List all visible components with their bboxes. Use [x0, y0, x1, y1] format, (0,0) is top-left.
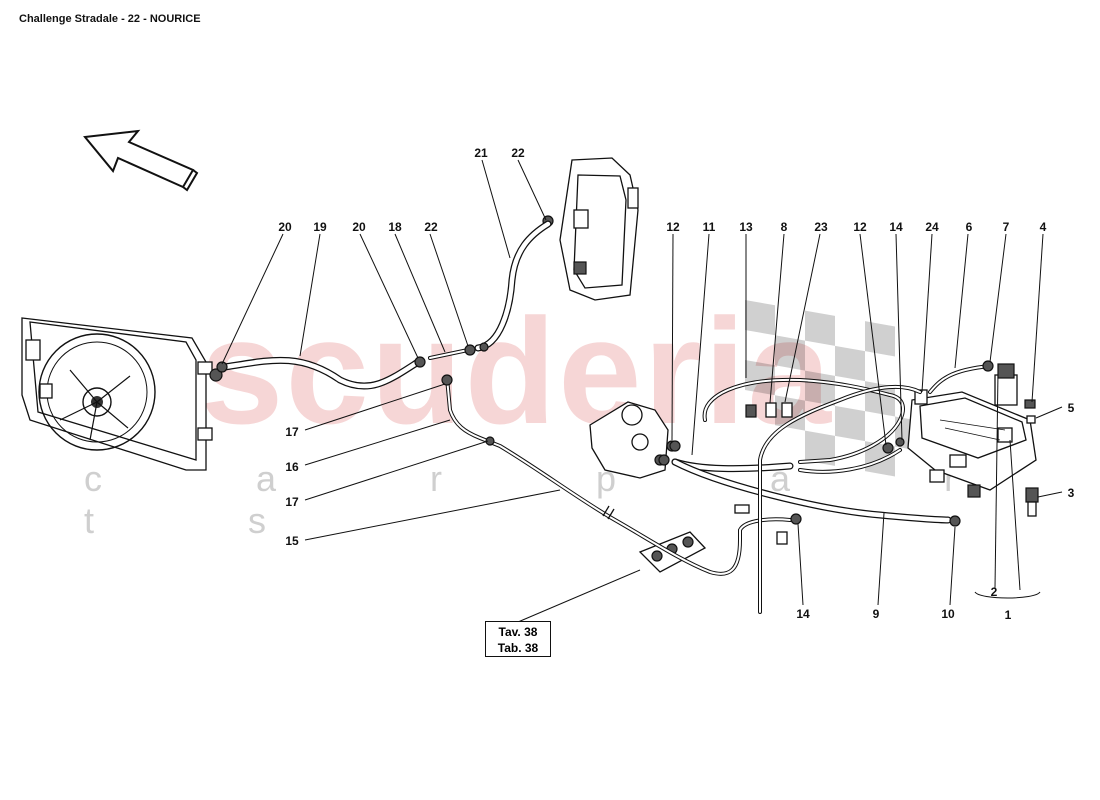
callout-24: 24 [925, 220, 939, 234]
callout-20-a: 20 [278, 220, 292, 234]
callout-10: 10 [941, 607, 955, 621]
radiator-assembly [21, 317, 223, 471]
callout-14-a: 14 [889, 220, 903, 234]
callout-4: 4 [1040, 220, 1047, 234]
callout-23: 23 [814, 220, 828, 234]
callout-15: 15 [285, 534, 299, 548]
callout-7: 7 [1003, 220, 1010, 234]
callout-17-b: 17 [285, 495, 299, 509]
page-title: Challenge Stradale - 22 - NOURICE [19, 13, 201, 25]
engine-block-section [542, 157, 639, 301]
watermark-subtitle: c a r p a r t s [84, 458, 1029, 541]
callout-18: 18 [388, 220, 402, 234]
callout-19: 19 [313, 220, 327, 234]
reference-table-box: Tav. 38 Tab. 38 [485, 621, 551, 657]
callout-9: 9 [873, 607, 880, 621]
callout-6: 6 [966, 220, 973, 234]
reference-line-1: Tav. 38 [498, 625, 538, 639]
expansion-tank [907, 363, 1039, 517]
callout-2: 2 [991, 585, 998, 599]
callout-14-b: 14 [796, 607, 810, 621]
leader-lines [221, 159, 1063, 623]
callout-22-a: 22 [424, 220, 438, 234]
callout-17-a: 17 [285, 425, 299, 439]
callout-8: 8 [781, 220, 788, 234]
callout-12-b: 12 [853, 220, 867, 234]
callout-13: 13 [739, 220, 753, 234]
thermostat-housing [589, 401, 678, 479]
direction-arrow-icon [83, 129, 199, 192]
callout-12-a: 12 [666, 220, 680, 234]
callout-22-b: 22 [511, 146, 525, 160]
callout-5: 5 [1068, 401, 1075, 415]
reference-line-2: Tab. 38 [497, 641, 539, 655]
checkered-flag-watermark [745, 300, 925, 477]
callout-labels: 20 19 20 18 22 21 22 12 11 13 8 23 12 14… [278, 146, 1074, 622]
callout-20-b: 20 [352, 220, 366, 234]
callout-16: 16 [285, 460, 299, 474]
callout-1: 1 [1005, 608, 1012, 622]
callout-21: 21 [474, 146, 488, 160]
coolant-hoses [221, 220, 992, 614]
callout-11: 11 [703, 220, 716, 234]
watermark-brand: scuderia [200, 287, 833, 455]
callout-3: 3 [1068, 486, 1075, 500]
